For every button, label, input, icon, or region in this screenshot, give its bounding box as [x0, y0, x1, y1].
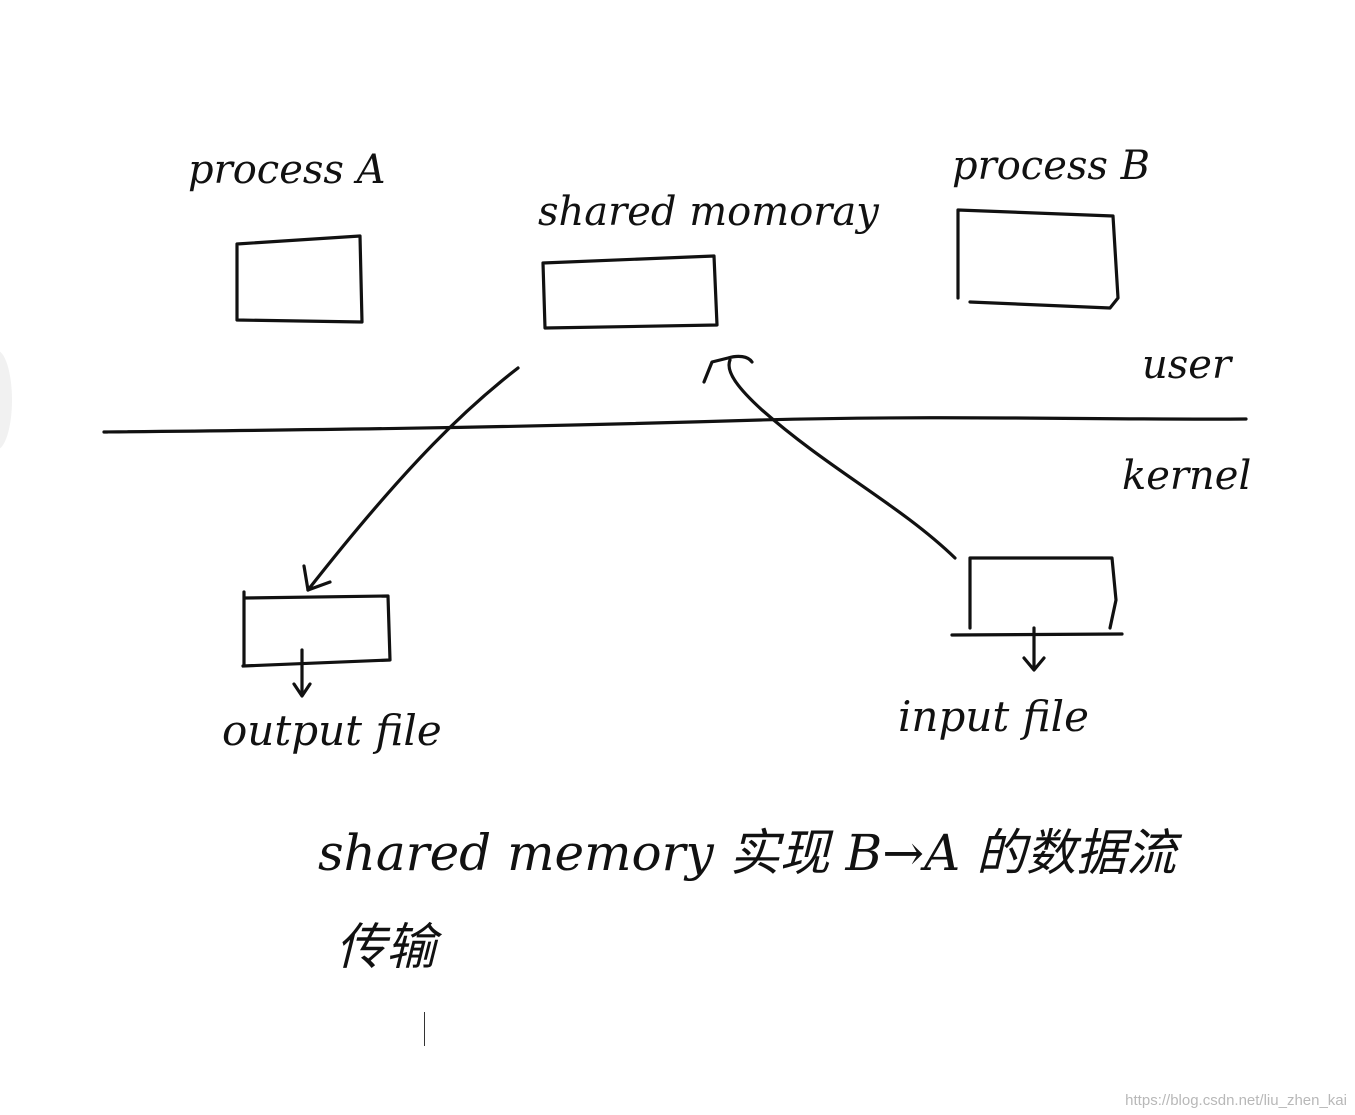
process-b-box [956, 208, 1120, 310]
input-file-label: input file [898, 692, 1089, 741]
output-buffer-box [241, 590, 392, 668]
shared-to-output-arrowhead [302, 564, 332, 592]
input-to-shared-arrow [727, 358, 957, 560]
shared-memory-box [541, 254, 719, 330]
input-to-shared-arrowhead [702, 354, 754, 384]
user-kernel-boundary [102, 416, 1248, 434]
kernel-space-label: kernel [1122, 453, 1252, 499]
page-edge-shadow [0, 350, 12, 450]
shared-to-output-arrow [306, 366, 520, 592]
input-buffer-box [950, 556, 1124, 637]
caption-line-1: shared memory 实现 B→A 的数据流 [318, 824, 1177, 882]
user-space-label: user [1142, 342, 1232, 388]
shared-memory-label: shared momoray [538, 189, 879, 235]
output-file-label: output file [222, 706, 442, 755]
process-a-box [235, 234, 364, 324]
process-b-label: process B [952, 143, 1151, 189]
output-down-arrow [292, 648, 312, 698]
process-a-label: process A [188, 147, 386, 193]
caption-line-2: 传输 [336, 918, 436, 976]
text-cursor-mark [424, 1012, 425, 1046]
input-down-arrow [1022, 626, 1046, 672]
watermark-url: https://blog.csdn.net/liu_zhen_kai [1125, 1092, 1347, 1109]
